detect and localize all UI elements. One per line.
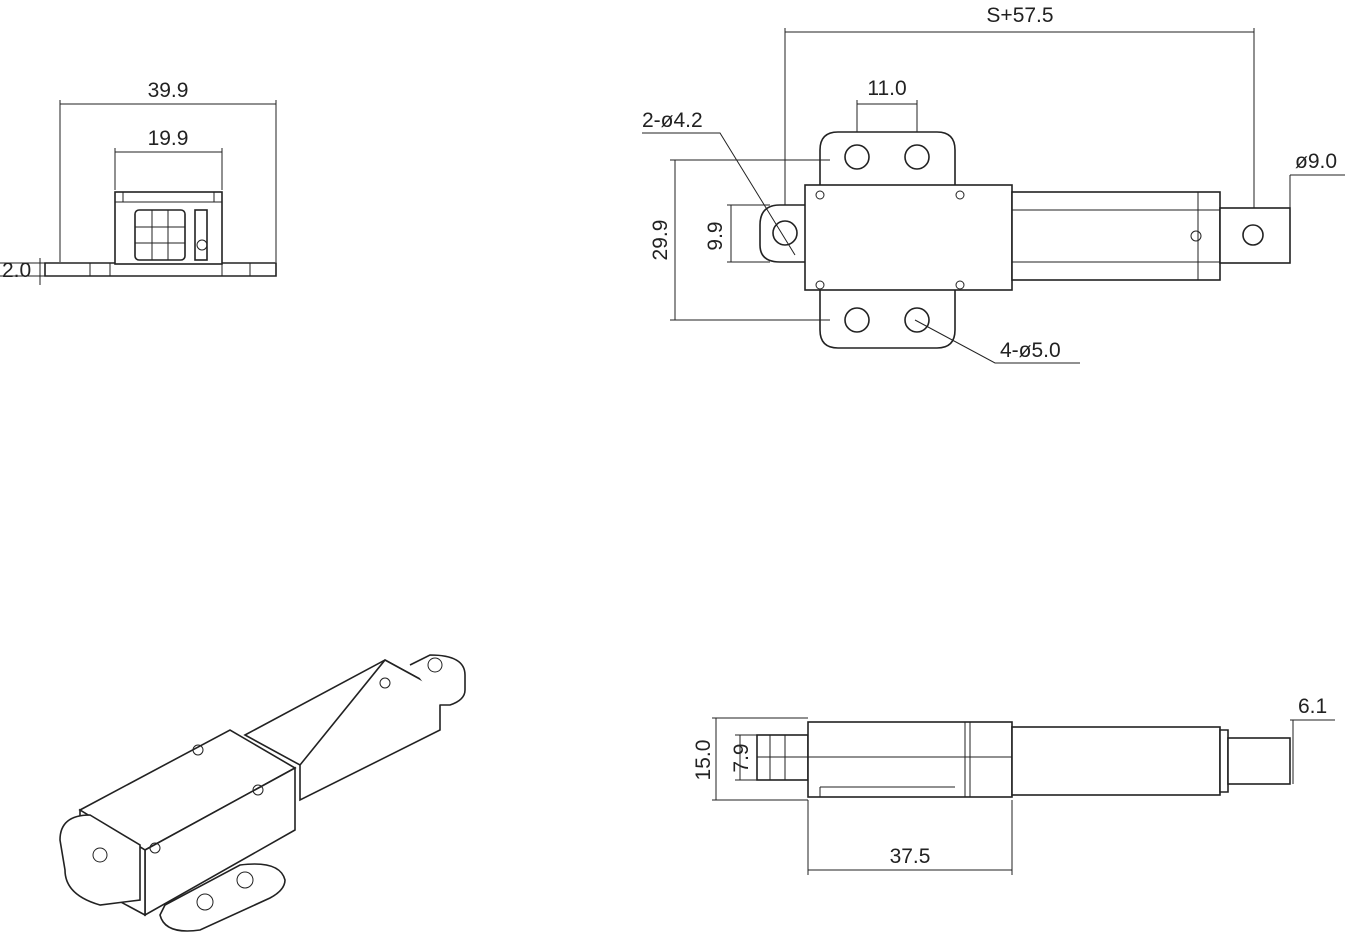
dim-body-height: 15.0 [692,740,715,781]
dim-lug-height: 7.9 [730,743,753,772]
dim-hole-spacing: 11.0 [867,77,906,100]
top-view: S+57.5 11.0 2-ø4.2 ø9.0 29.9 9.9 4-ø5.0 [642,4,1345,364]
dim-width-inner: 19.9 [148,127,189,150]
dim-rod-end-height: 6.1 [1298,695,1327,718]
side-view: 15.0 7.9 37.5 6.1 [692,695,1335,875]
label-mount-holes: 4-ø5.0 [1000,339,1061,362]
front-view: 39.9 19.9 2.0 [0,79,277,285]
isometric-view [59,654,466,932]
label-end-holes: 2-ø4.2 [642,109,703,132]
dim-overall-length: S+57.5 [986,4,1053,27]
dim-flange-width: 29.9 [649,220,672,261]
dim-plate-thickness: 2.0 [2,259,31,282]
dim-width-total: 39.9 [148,79,189,102]
dim-body-length: 37.5 [890,845,931,868]
dim-lug-width: 9.9 [704,221,727,250]
label-rod-end-diameter: ø9.0 [1295,150,1337,173]
